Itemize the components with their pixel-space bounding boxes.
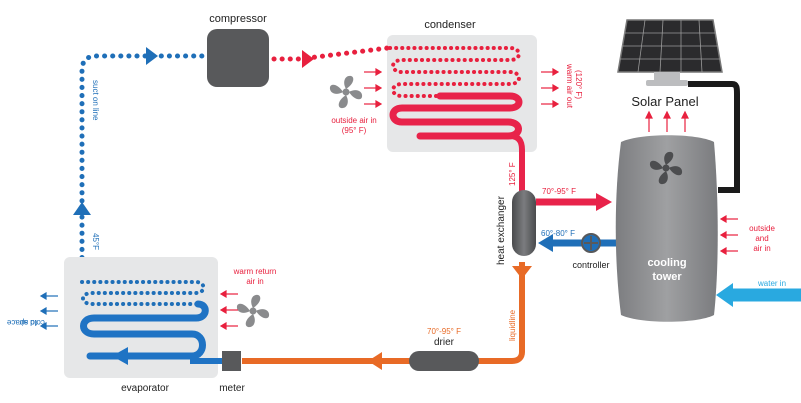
controller bbox=[581, 233, 601, 253]
cold-air-label-2: to space bbox=[6, 318, 37, 327]
heat-exchanger-label: heat exchanger bbox=[496, 195, 507, 265]
fan-icon bbox=[236, 294, 270, 328]
flow-arrow-icon bbox=[146, 47, 158, 65]
compressor bbox=[207, 29, 269, 87]
suction-line-label: suct on line bbox=[91, 80, 100, 121]
flow-arrow-icon bbox=[538, 234, 553, 252]
meter bbox=[222, 351, 241, 371]
meter-label: meter bbox=[219, 383, 245, 394]
fan-icon bbox=[649, 151, 683, 185]
condenser-outlet-line bbox=[509, 133, 525, 192]
warm-return-label-2: air in bbox=[246, 277, 263, 286]
solar-cable bbox=[688, 81, 740, 193]
evaporator-solid-coil bbox=[80, 300, 209, 360]
compressor-label: compressor bbox=[209, 13, 267, 25]
evaporator-dotted-coil bbox=[80, 280, 206, 306]
flow-arrow-icon bbox=[368, 352, 382, 370]
solar-panel-icon bbox=[617, 19, 723, 86]
condenser-air-out-arrows bbox=[541, 67, 560, 109]
flow-arrow-icon bbox=[112, 347, 128, 365]
cold-air-label: cold air bbox=[19, 318, 45, 327]
flow-arrow-icon bbox=[716, 283, 733, 307]
tower-air-label-2: and bbox=[755, 234, 768, 243]
drier bbox=[409, 351, 479, 371]
water-in-label: water in bbox=[757, 279, 786, 288]
flow-arrow-icon bbox=[73, 202, 91, 215]
warm-air-out-label: warm air out bbox=[565, 63, 574, 109]
controller-label: controller bbox=[572, 260, 609, 270]
condenser-air-in-arrows bbox=[364, 67, 383, 109]
warm-return-label: warm return bbox=[233, 267, 277, 276]
fan-icon bbox=[329, 75, 363, 109]
cool-water-temp-label: 60°-80° F bbox=[541, 229, 575, 238]
suction-line bbox=[79, 53, 208, 293]
cooling-tower bbox=[615, 135, 718, 322]
liquidline-label: liquidline bbox=[508, 309, 517, 341]
evaporator-label: evaporator bbox=[121, 383, 169, 394]
condenser-dotted-coil bbox=[388, 46, 521, 98]
condenser-label: condenser bbox=[424, 19, 476, 31]
drier-label: drier bbox=[434, 337, 455, 348]
flow-arrow-icon bbox=[596, 193, 612, 211]
condenser-solid-coil bbox=[389, 92, 523, 140]
warm-water-temp-label: 70°-95° F bbox=[542, 187, 576, 196]
condenser-outlet-temp-label: 125° F bbox=[508, 162, 517, 186]
suction-temp-label: 45°F bbox=[91, 233, 100, 250]
return-air-arrows bbox=[219, 289, 238, 331]
tower-air-out-arrows bbox=[645, 110, 689, 132]
drier-temp-label: 70°-95° F bbox=[427, 327, 461, 336]
cooling-tower-label-1: cooling bbox=[647, 257, 686, 269]
tower-air-label-3: air in bbox=[753, 244, 770, 253]
tower-air-label-1: outside bbox=[749, 224, 775, 233]
hot-gas-line bbox=[271, 45, 391, 62]
flow-arrow-icon bbox=[302, 50, 314, 68]
liquid-line bbox=[242, 262, 525, 364]
heat-exchanger bbox=[512, 190, 536, 256]
outside-air-temp-label: (95° F) bbox=[342, 126, 367, 135]
cooling-tower-label-2: tower bbox=[652, 271, 682, 283]
cold-air-out-arrows bbox=[39, 291, 58, 331]
flow-arrow-icon bbox=[512, 266, 532, 279]
tower-air-in-arrows bbox=[719, 214, 738, 256]
outside-air-in-label: outside air in bbox=[331, 116, 376, 125]
solar-panel-label: Solar Panel bbox=[631, 94, 698, 109]
warm-air-out-temp-label: (120° F) bbox=[574, 70, 583, 99]
